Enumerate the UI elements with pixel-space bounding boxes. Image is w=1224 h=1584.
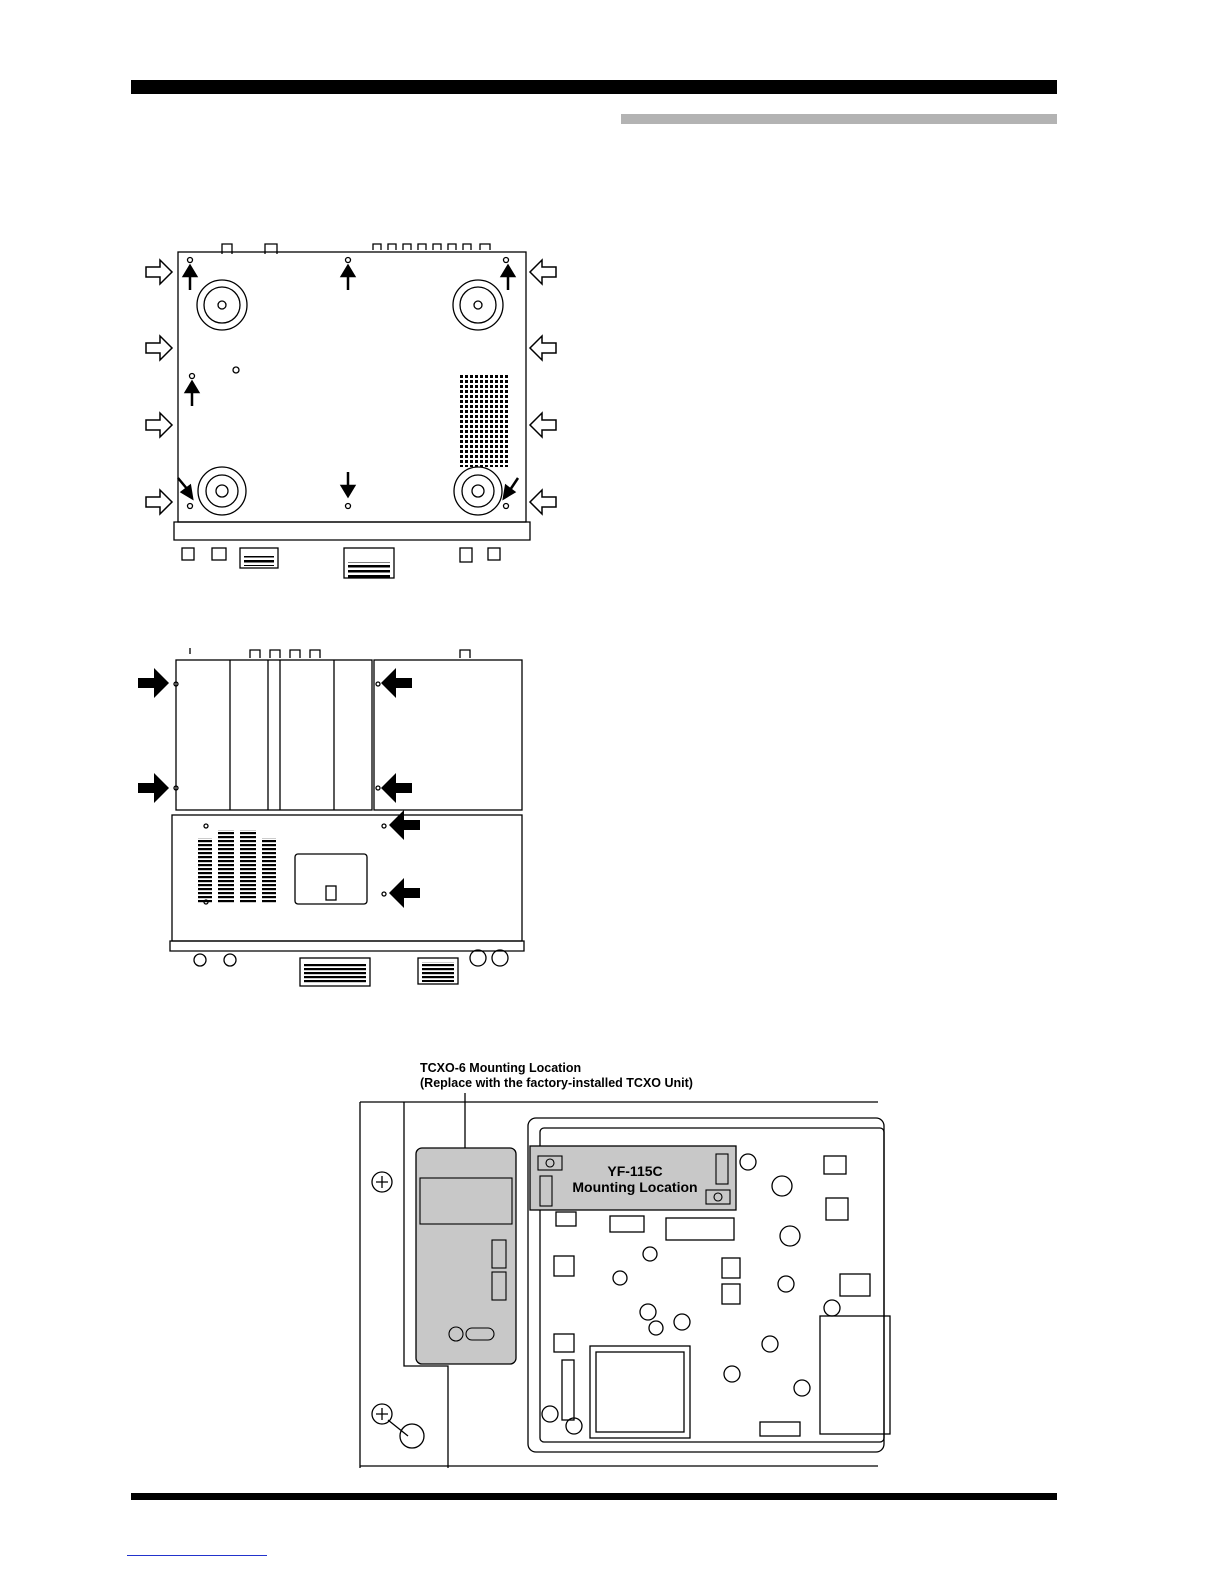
yf115c-label-line2: Mounting Location: [560, 1179, 710, 1195]
footer-rule: [131, 1493, 1057, 1500]
footer-link-underline[interactable]: [127, 1555, 267, 1556]
side-view-diagram: [130, 640, 530, 990]
main-unit-board-diagram: [300, 1088, 890, 1480]
tcxo-callout-line1: TCXO-6 Mounting Location: [420, 1061, 581, 1075]
header-rule: [131, 80, 1057, 94]
bottom-view-diagram: [130, 230, 570, 590]
yf115c-label-line1: YF-115C: [560, 1163, 710, 1179]
section-subrule: [621, 114, 1057, 124]
